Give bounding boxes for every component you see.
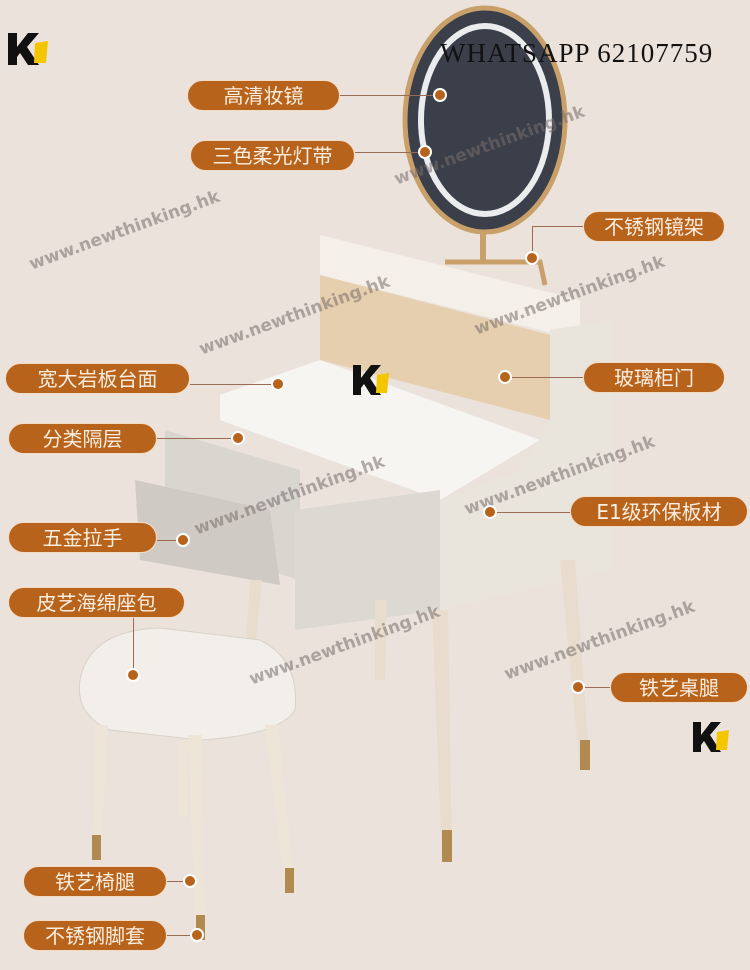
leader-line: [157, 540, 183, 541]
foot-cover: [92, 835, 101, 860]
leader-line: [157, 438, 238, 439]
leader-line: [340, 95, 440, 96]
stool-leg: [265, 725, 295, 890]
label-glass-door: 玻璃柜门: [583, 362, 725, 393]
foot-cover: [442, 830, 452, 862]
brand-logo: [693, 722, 729, 758]
cabinet-top: [320, 235, 580, 340]
label-handles: 五金拉手: [8, 522, 157, 553]
label-table-legs: 铁艺桌腿: [610, 672, 748, 703]
glass-doors: [320, 275, 550, 420]
hotspot-dot: [183, 874, 197, 888]
hotspot-dot: [231, 431, 245, 445]
table-leg: [432, 610, 452, 860]
brand-logo: [353, 365, 389, 401]
label-mirror-stand: 不锈钢镜架: [583, 211, 725, 242]
foot-cover: [580, 740, 590, 770]
hotspot-dot: [433, 88, 447, 102]
hotspot-dot: [498, 370, 512, 384]
leader-line: [532, 226, 533, 258]
hotspot-dot: [190, 928, 204, 942]
drawer-pulled: [135, 480, 280, 585]
label-chair-legs: 铁艺椅腿: [23, 866, 167, 897]
label-cushion: 皮艺海绵座包: [8, 587, 185, 618]
hotspot-dot: [418, 145, 432, 159]
hotspot-dot: [571, 680, 585, 694]
leader-line: [578, 687, 610, 688]
label-compartments: 分类隔层: [8, 423, 157, 454]
label-mirror: 高清妆镜: [187, 80, 340, 111]
stool-leg: [92, 725, 108, 860]
drawer-right: [295, 490, 440, 630]
hotspot-dot: [271, 377, 285, 391]
brand-logo: [8, 33, 48, 71]
leader-line: [355, 152, 425, 153]
stool-leg: [188, 735, 205, 940]
table-leg: [560, 560, 590, 770]
leader-line: [167, 881, 190, 882]
hotspot-dot: [126, 668, 140, 682]
leader-line: [490, 512, 570, 513]
hotspot-dot: [483, 505, 497, 519]
foot-cover: [285, 868, 294, 893]
tabletop: [220, 360, 540, 500]
mirror-stand: [445, 259, 548, 286]
label-light-strip: 三色柔光灯带: [190, 140, 355, 171]
leader-line: [167, 935, 197, 936]
side-panel: [440, 320, 612, 610]
label-foot-covers: 不锈钢脚套: [23, 920, 167, 951]
label-board: E1级环保板材: [570, 496, 748, 527]
leader-line: [532, 226, 583, 227]
label-tabletop: 宽大岩板台面: [5, 363, 190, 394]
leader-line: [190, 384, 278, 385]
foot-cover: [196, 915, 205, 940]
mirror-post: [480, 230, 486, 260]
whatsapp-contact: WHATSAPP 62107759: [440, 38, 714, 68]
hotspot-dot: [176, 533, 190, 547]
table-leg: [375, 600, 387, 680]
leader-line: [505, 377, 583, 378]
mirror-light-ring: [418, 23, 552, 217]
leader-line: [133, 618, 134, 675]
stool-leg: [178, 740, 188, 815]
hotspot-dot: [525, 251, 539, 265]
